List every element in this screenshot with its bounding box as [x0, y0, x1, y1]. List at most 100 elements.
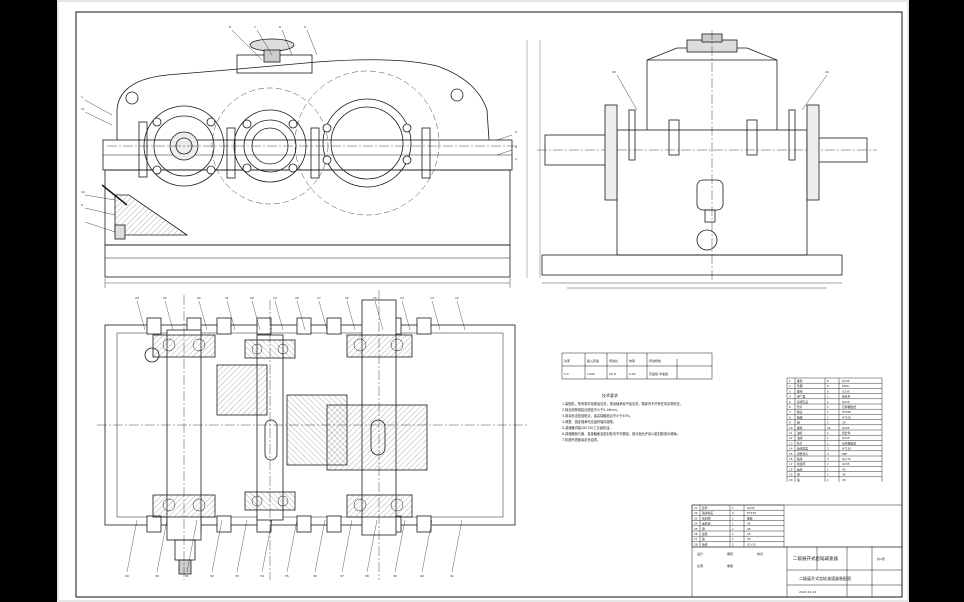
parts-row-qty: 1: [827, 415, 829, 419]
parts-row-material: Q235: [842, 400, 850, 404]
parts-row-qty: 2: [827, 447, 829, 451]
balloon-label: 32: [210, 574, 214, 578]
title-block-label: 重量: [727, 563, 733, 568]
tech-note-line: 3.用涂色法检验斑点，齿高接触斑点不小于40%。: [562, 413, 633, 418]
leader-line: [366, 519, 378, 573]
parts-row-no: 11: [789, 431, 793, 435]
leader-line: [374, 300, 384, 331]
leader-line: [341, 519, 353, 573]
parts-row-material: 石棉橡胶纸: [842, 405, 856, 409]
leader-line: [401, 300, 411, 331]
title-block-label: 校对: [757, 551, 763, 556]
parts-row-qty: 2: [827, 457, 829, 461]
parts-row-name: 轴承端盖: [702, 511, 713, 515]
leader-line: [456, 300, 466, 331]
parts-row-name: 挡油环: [797, 462, 806, 466]
balloon-label: 35: [285, 574, 289, 578]
parts-row-material: 组合件: [842, 395, 851, 399]
parts-row-name: 箱盖: [797, 410, 803, 414]
top-view-leaders: [126, 300, 466, 573]
balloon-label: 6: [279, 25, 281, 29]
balloon-label: 8: [229, 25, 231, 29]
parts-row-no: 26: [694, 532, 698, 536]
balloon-label: 14: [400, 296, 404, 300]
balloon-label: 2: [515, 157, 517, 161]
parts-row-no: 21: [694, 506, 698, 510]
leader-line: [211, 519, 223, 573]
leader-line: [286, 519, 298, 573]
parts-row-qty: 1: [827, 410, 829, 414]
balloon-label: 43: [612, 70, 616, 74]
tech-table-header: 效率: [629, 358, 635, 363]
parts-row-no: 27: [694, 537, 698, 541]
parts-row-material: Q235: [842, 436, 850, 440]
parts-row-name: 垫圈: [797, 384, 803, 388]
parts-row-name: 齿轮: [702, 532, 708, 536]
parts-list: [691, 377, 883, 547]
parts-row-qty: 1: [827, 405, 829, 409]
balloon-label: 19: [273, 296, 277, 300]
parts-row-material: 橡胶: [747, 516, 753, 520]
tech-table-cell: 1440: [587, 372, 595, 376]
parts-row-no: 3: [789, 389, 791, 393]
front-view-balloons: [84, 29, 513, 233]
outer-border: [57, 0, 909, 602]
title-block-label: 设计: [697, 551, 703, 556]
parts-row-material: Q235: [842, 462, 850, 466]
parts-row-material: HT200: [842, 415, 851, 419]
parts-row-qty: 1: [827, 395, 829, 399]
parts-row-name: 销: [797, 421, 800, 425]
balloon-label: 33: [235, 574, 239, 578]
parts-row-no: 17: [789, 462, 793, 466]
parts-row-name: 窥视孔盖: [797, 400, 808, 404]
parts-row-qty: 2: [732, 511, 734, 515]
tech-table-cell: 20.8: [609, 372, 616, 376]
parts-row-qty: 1: [732, 516, 734, 520]
parts-row-no: 6: [789, 405, 791, 409]
parts-row-qty: 1: [732, 527, 734, 531]
leader-line: [136, 300, 146, 331]
parts-row-material: Q235: [842, 379, 850, 383]
parts-row-no: 24: [694, 522, 698, 526]
leader-line: [318, 300, 328, 331]
parts-row-qty: 1: [827, 473, 829, 477]
parts-row-qty: 1: [827, 400, 829, 404]
top-view: [97, 290, 527, 580]
balloon-label: 41: [450, 574, 454, 578]
parts-row-material: GCr15: [842, 457, 851, 461]
leader-line: [198, 300, 208, 331]
parts-row-no: 16: [789, 457, 793, 461]
parts-row-material: Q235: [842, 389, 850, 393]
tech-note-line: 4.调整、固定轴承时应留有轴向游隙。: [562, 419, 616, 424]
parts-row-name: 垫片: [797, 441, 803, 445]
parts-row-qty: 6: [827, 389, 829, 393]
tech-note-line: 1.装配前，所有零件用煤油清洗，滚动轴承用汽油清洗，箱体内不许有任何杂物存在。: [562, 401, 683, 406]
parts-row-name: 密封圈: [702, 516, 711, 520]
leader-line: [314, 519, 326, 573]
balloon-label: 11: [81, 107, 85, 111]
front-view: [101, 38, 541, 288]
parts-row-name: 轴: [797, 478, 800, 482]
parts-row-material: 45: [842, 473, 846, 477]
balloon-label: 10: [81, 190, 85, 194]
leader-line: [186, 519, 198, 573]
title-block-label: 审核: [727, 551, 733, 556]
balloon-label: 40: [420, 574, 424, 578]
parts-row-material: 45: [747, 537, 751, 541]
tech-table-cell: 高速级 中速级: [649, 371, 668, 376]
tech-notes-heading: 技术要求: [602, 392, 618, 398]
parts-row-name: 螺栓: [797, 426, 803, 430]
parts-row-name: 轴: [702, 537, 705, 541]
balloon-label: 30: [155, 574, 159, 578]
parts-row-name: 齿轮: [797, 467, 803, 471]
balloon-label: 38: [365, 574, 369, 578]
balloon-label: 13: [430, 296, 434, 300]
parts-row-qty: 1: [827, 467, 829, 471]
balloon-label: 39: [393, 574, 397, 578]
tech-table-cell: 5.5: [564, 372, 569, 376]
leader-line: [226, 300, 236, 331]
tech-table-header: 输入转速: [587, 358, 599, 363]
parts-row-qty: 1: [732, 506, 734, 510]
title-block: [691, 504, 903, 598]
